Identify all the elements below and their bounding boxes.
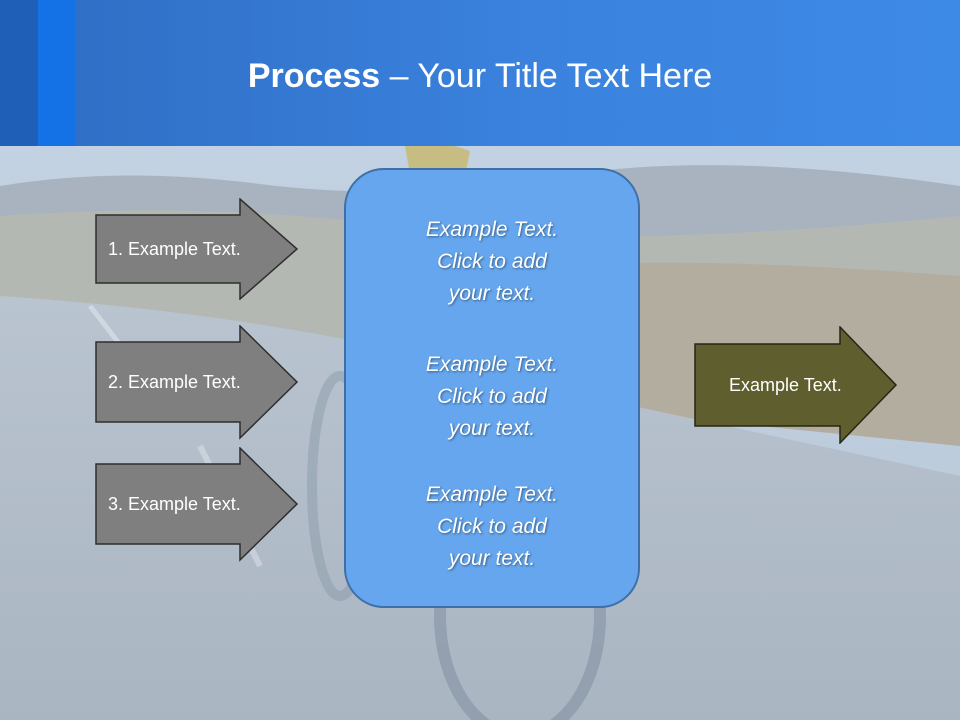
center-item-3: Example Text. Click to add your text. (346, 479, 638, 575)
left-arrow-2[interactable]: 2. Example Text. (95, 325, 299, 440)
arrow-label: 2. Example Text. (108, 372, 241, 392)
arrow-label: 1. Example Text. (108, 238, 241, 259)
arrow-shape (95, 447, 299, 562)
arrow-label: Example Text. (729, 374, 842, 395)
item-line: Click to add (437, 250, 547, 273)
item-line: your text. (448, 417, 536, 440)
item-line: your text. (448, 547, 536, 570)
right-arrow[interactable]: Example Text. (694, 326, 898, 444)
item-line: Example Text. (425, 353, 559, 376)
center-item-1: Example Text. Click to add your text. (346, 214, 638, 310)
item-line: Example Text. (425, 218, 559, 241)
arrow-shape (694, 326, 898, 444)
item-line: Click to add (437, 385, 547, 408)
title-bar: Process – Your Title Text Here (0, 0, 960, 146)
title-bold-text: Process (247, 57, 381, 95)
left-arrow-1[interactable]: 1. Example Text. (95, 198, 299, 300)
title-text: – Your Title Text Here (380, 57, 713, 95)
left-arrow-3[interactable]: 3. Example Text. (95, 447, 299, 562)
slide-title[interactable]: Process – Your Title Text Here (0, 54, 960, 98)
center-text-box[interactable]: Example Text. Click to add your text. Ex… (344, 168, 640, 608)
arrow-shape (95, 325, 299, 440)
item-line: your text. (448, 282, 536, 305)
arrow-shape (95, 198, 299, 300)
center-item-2: Example Text. Click to add your text. (346, 349, 638, 445)
accent-bar-dark (0, 0, 38, 146)
item-line: Example Text. (425, 483, 559, 506)
arrow-label: 3. Example Text. (108, 494, 241, 514)
accent-bar-light (38, 0, 75, 146)
item-line: Click to add (437, 515, 547, 538)
